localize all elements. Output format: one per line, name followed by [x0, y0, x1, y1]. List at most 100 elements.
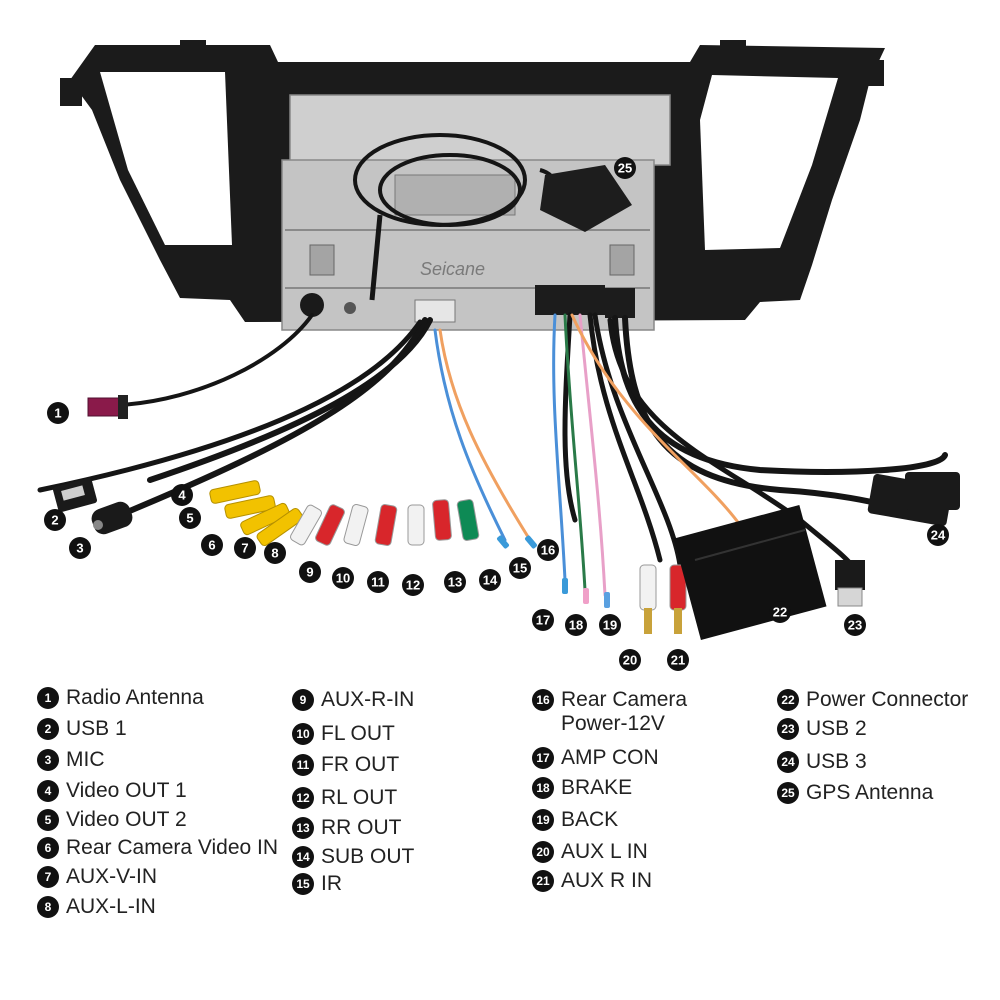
callout-9: 9 [299, 561, 321, 583]
callout-23: 23 [844, 614, 866, 636]
legend-number-badge: 7 [37, 866, 59, 888]
legend-label: Video OUT 1 [66, 779, 187, 802]
legend-label: Rear Camera Power-12V [561, 688, 688, 735]
callout-badge [299, 561, 321, 583]
callout-badge [69, 537, 91, 559]
legend-label: IR [321, 872, 342, 895]
callout-19: 19 [599, 614, 621, 636]
callout-number: 3 [76, 541, 83, 556]
callout-badge [479, 569, 501, 591]
callout-number: 2 [51, 513, 58, 528]
callout-number: 8 [271, 546, 278, 561]
usb-3-plug [867, 472, 960, 527]
legend-number-badge: 4 [37, 780, 59, 802]
legend-number-badge: 5 [37, 809, 59, 831]
legend-number-badge: 14 [292, 846, 314, 868]
black-cables [37, 312, 948, 573]
legend-label: USB 2 [806, 717, 867, 740]
legend-label: Power Connector [806, 688, 969, 711]
callout-number: 6 [208, 538, 215, 553]
callout-24: 24 [927, 524, 949, 546]
legend-label: MIC [66, 748, 105, 771]
callout-4: 4 [171, 484, 193, 506]
callout-number: 12 [406, 578, 420, 593]
callout-badge [171, 484, 193, 506]
callout-badge [532, 609, 554, 631]
callout-badge [179, 507, 201, 529]
legend-number-badge: 12 [292, 787, 314, 809]
callout-badge [264, 542, 286, 564]
legend-label: USB 1 [66, 717, 127, 740]
legend-item: 17 AMP CON [532, 746, 659, 770]
callout-7: 7 [234, 537, 256, 559]
legend-number-badge: 13 [292, 817, 314, 839]
legend-label: FR OUT [321, 753, 400, 776]
callout-number: 19 [603, 618, 617, 633]
legend-label: SUB OUT [321, 845, 415, 868]
legend-label: RR OUT [321, 816, 402, 839]
usb-2-plug [835, 560, 865, 607]
legend-label: AUX R IN [561, 869, 653, 892]
legend-number-badge: 8 [37, 896, 59, 918]
legend-label: AUX-R-IN [321, 688, 415, 711]
callout-15: 15 [509, 557, 531, 579]
legend-number-badge: 3 [37, 749, 59, 771]
callout-8: 8 [264, 542, 286, 564]
callout-number: 22 [773, 605, 787, 620]
legend-item: 24 USB 3 [777, 750, 867, 774]
legend-label: USB 3 [806, 750, 867, 773]
callout-number: 11 [371, 575, 385, 590]
callout-number: 20 [623, 653, 637, 668]
legend-number-badge: 16 [532, 689, 554, 711]
legend-number-badge: 11 [292, 754, 314, 776]
callout-number: 10 [336, 571, 350, 586]
legend-label: BACK [561, 808, 619, 831]
callout-number: 9 [306, 565, 313, 580]
callout-1: 1 [47, 402, 69, 424]
signal-wires [433, 313, 742, 597]
callout-number: 17 [536, 613, 550, 628]
callout-20: 20 [619, 649, 641, 671]
callout-badge [201, 534, 223, 556]
legend-number-badge: 21 [532, 870, 554, 892]
video-rca-plugs [209, 480, 304, 547]
legend-number-badge: 24 [777, 751, 799, 773]
legend-label: AMP CON [561, 746, 659, 769]
legend-number-badge: 17 [532, 747, 554, 769]
callout-number: 21 [671, 653, 685, 668]
rear-connectors [300, 285, 635, 323]
callout-badge [614, 157, 636, 179]
callout-badge [367, 571, 389, 593]
callout-11: 11 [367, 571, 389, 593]
legend-number-badge: 9 [292, 689, 314, 711]
gps-antenna [353, 133, 632, 301]
callout-badge [44, 509, 66, 531]
callout-12: 12 [402, 574, 424, 596]
callout-18: 18 [565, 614, 587, 636]
callout-22: 22 [769, 601, 791, 623]
callout-badge [444, 571, 466, 593]
callout-number: 24 [931, 528, 946, 543]
callout-badge [769, 601, 791, 623]
legend-item: 21 AUX R IN [532, 869, 652, 893]
legend-item: 9 AUX-R-IN [292, 688, 414, 712]
legend-number-badge: 10 [292, 723, 314, 745]
callout-badge [234, 537, 256, 559]
legend-item: 3 MIC [37, 748, 105, 772]
callout-14: 14 [479, 569, 501, 591]
legend-number-badge: 18 [532, 777, 554, 799]
wire-end-caps [497, 535, 610, 608]
callout-badge [402, 574, 424, 596]
callout-badge [599, 614, 621, 636]
callout-badge [509, 557, 531, 579]
callout-21: 21 [667, 649, 689, 671]
